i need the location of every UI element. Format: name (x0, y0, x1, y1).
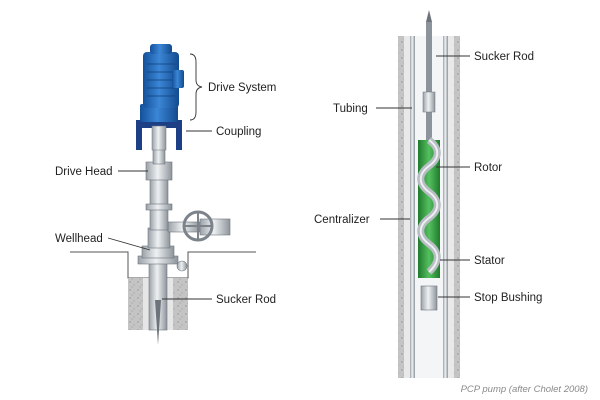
stop-bushing-label: Stop Bushing (474, 292, 542, 304)
sucker-rod-label-right: Sucker Rod (474, 51, 534, 63)
right-sucker-rod (426, 22, 432, 140)
tubing-label: Tubing (333, 103, 368, 115)
centralizer-label: Centralizer (314, 214, 370, 226)
rod-connector (422, 91, 436, 113)
tubing-wall-left (410, 36, 415, 378)
sucker-rod-label-left: Sucker Rod (216, 294, 276, 306)
wellhead-label: Wellhead (55, 233, 103, 245)
stop-bushing (420, 285, 438, 311)
drive-head-label: Drive Head (55, 166, 113, 178)
figure-caption: PCP pump (after Cholet 2008) (461, 384, 588, 395)
drive-head (145, 161, 173, 181)
drive-system-bracket (189, 53, 203, 121)
wellhead-gauge (176, 260, 188, 272)
left-sucker-rod (155, 300, 161, 345)
drive-shaft (152, 147, 166, 165)
tubing-wall-right (443, 36, 448, 378)
surface-assembly: Drive System Coupling Drive Head Wellhea… (55, 44, 276, 345)
wellhead-spool (147, 227, 171, 249)
downhole-assembly: Sucker Rod Tubing Rotor Centralizer Stat… (314, 10, 542, 378)
stator-label: Stator (474, 255, 505, 267)
coupling-shaft (151, 125, 167, 151)
coupling-label: Coupling (216, 126, 261, 138)
rotor-label: Rotor (474, 162, 502, 174)
motor-terminal-box (172, 70, 184, 88)
motor-base (140, 104, 178, 122)
wellhead-leader (107, 237, 151, 251)
drive-system-label: Drive System (208, 82, 276, 94)
motor-fan-cap (150, 44, 172, 54)
coupling-frame (136, 120, 182, 150)
